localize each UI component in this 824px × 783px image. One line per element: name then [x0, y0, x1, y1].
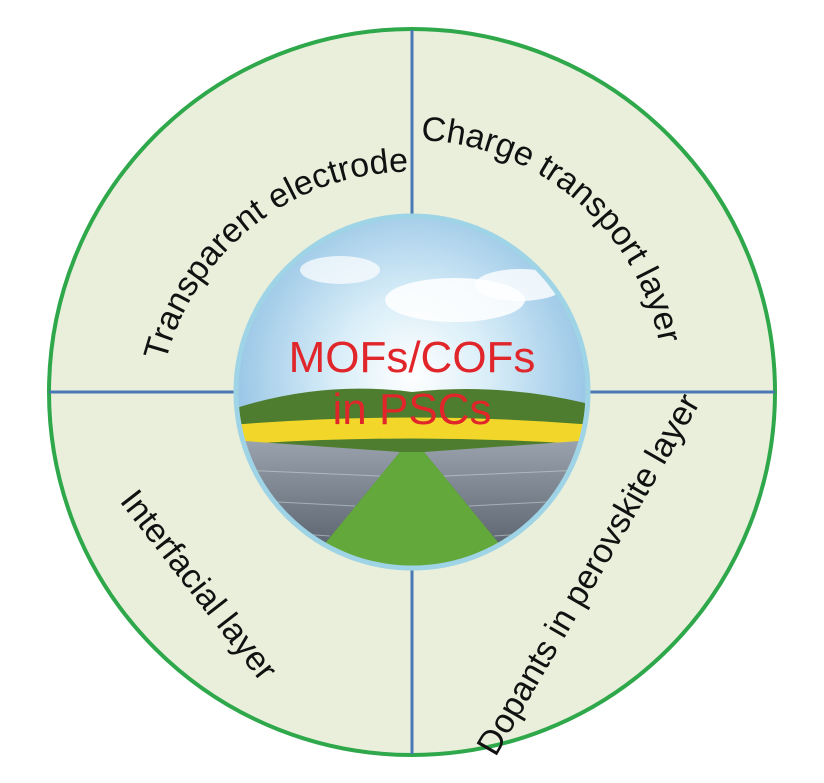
- center-title-line2: in PSCs: [333, 385, 492, 434]
- center-title-line1: MOFs/COFs: [289, 333, 536, 382]
- inner-circle-outline: [233, 213, 591, 571]
